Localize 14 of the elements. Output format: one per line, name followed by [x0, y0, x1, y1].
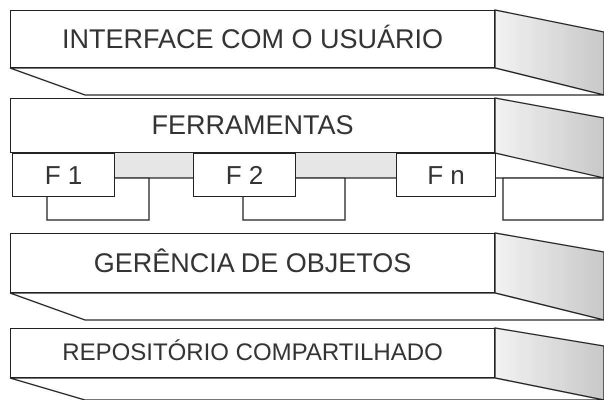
layer-box — [10, 10, 495, 68]
layer-box — [10, 98, 495, 153]
layer-label: GERÊNCIA DE OBJETOS — [94, 248, 412, 278]
tool-label: F n — [427, 160, 465, 190]
tool-box — [12, 153, 115, 197]
layer-box — [10, 233, 495, 293]
tool-box — [193, 153, 296, 197]
layer-label: INTERFACE COM O USUÁRIO — [62, 24, 444, 54]
tool-label: F 1 — [44, 160, 82, 190]
tool-label: F 2 — [226, 160, 264, 190]
layer-box — [10, 328, 495, 378]
tool-box — [396, 153, 496, 197]
layer-label: REPOSITÓRIO COMPARTILHADO — [62, 339, 443, 367]
layer-label: FERRAMENTAS — [151, 110, 354, 141]
